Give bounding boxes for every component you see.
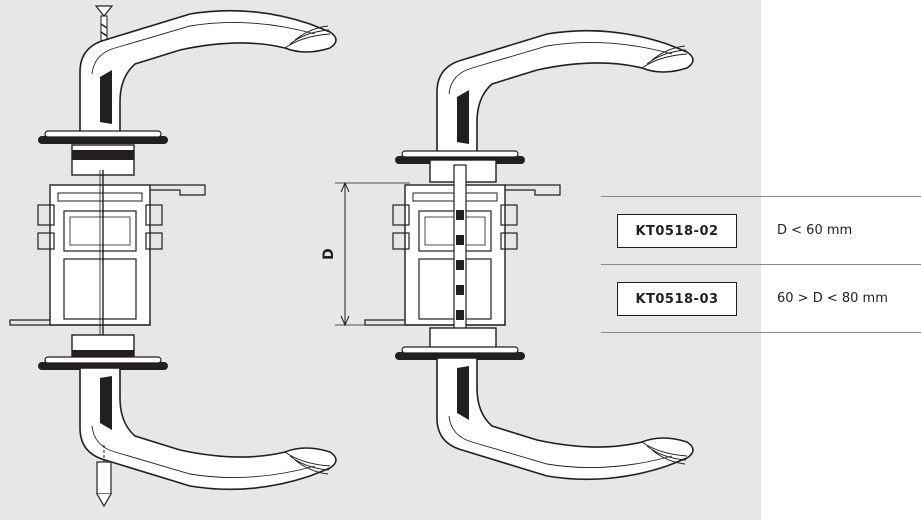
table-rule-bottom xyxy=(601,332,921,333)
product-code-box: KT0518-02 xyxy=(617,214,737,248)
dimension-d: D xyxy=(321,181,410,327)
bottom-lever-handle xyxy=(79,367,337,491)
table-rule-top xyxy=(601,196,921,197)
dimension-label: D xyxy=(321,248,337,260)
table-rule-middle xyxy=(601,264,921,265)
right-assembly xyxy=(364,29,694,481)
top-lever-handle-right xyxy=(436,29,694,153)
product-code-box: KT0518-03 xyxy=(617,282,737,316)
top-lever-handle xyxy=(79,9,337,133)
top-collar-band xyxy=(72,150,134,160)
distance-range: 60 > D < 80 mm xyxy=(777,291,888,306)
distance-range: D < 60 mm xyxy=(777,223,853,238)
installation-diagram: D xyxy=(9,5,694,508)
bottom-lever-handle-right xyxy=(436,357,694,481)
grub-screw-icon xyxy=(96,461,112,508)
left-assembly xyxy=(9,5,337,508)
top-rosette xyxy=(37,130,169,145)
